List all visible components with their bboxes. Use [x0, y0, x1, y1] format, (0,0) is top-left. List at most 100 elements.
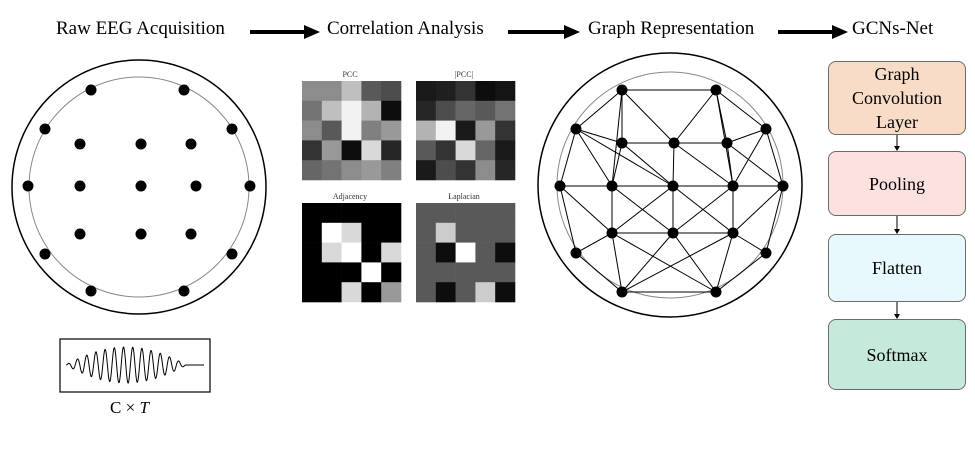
matrix-cell [455, 242, 476, 263]
matrix-cell [416, 222, 437, 243]
graph-edge [673, 142, 734, 187]
matrix-cell [435, 140, 456, 161]
matrix-cell [475, 242, 496, 263]
dimension-t: T [139, 398, 149, 417]
matrix-cell [302, 120, 323, 141]
matrix-cell [381, 242, 402, 263]
matrix-cell [341, 140, 362, 161]
graph-node [721, 137, 733, 149]
electrode-node [39, 248, 51, 260]
matrix-cell [341, 262, 362, 283]
matrix-cell [302, 282, 323, 303]
graph-edge [715, 232, 734, 293]
electrode-node [185, 228, 197, 240]
graph-node [777, 180, 789, 192]
matrix-cell [302, 100, 323, 121]
head-outline [11, 59, 267, 315]
graph-edge [559, 185, 577, 254]
matrix-cell [361, 120, 382, 141]
matrix-cell [495, 120, 516, 141]
electrode-node [178, 84, 190, 96]
matrix-cell [455, 81, 476, 102]
flow-arrow-1 [250, 25, 320, 39]
matrix-cell [321, 160, 342, 181]
matrix-cell [341, 242, 362, 263]
electrode-node [185, 138, 197, 150]
matrix-cell [341, 100, 362, 121]
signal-waveform [65, 346, 204, 384]
electrode-node [39, 123, 51, 135]
matrix-cell [341, 282, 362, 303]
matrix-cell [455, 120, 476, 141]
matrix-cell [321, 81, 342, 102]
graph-nodes [554, 84, 789, 298]
graph-node [606, 180, 618, 192]
graph-edge [575, 128, 674, 187]
graph-edge [732, 185, 784, 234]
graph-node [570, 247, 582, 259]
graph-node [760, 123, 772, 135]
matrix-cell [302, 140, 323, 161]
graph-head-outline [537, 52, 803, 318]
matrix-title-abs-pcc: |PCC| [455, 70, 473, 79]
stage-title-correlation: Correlation Analysis [327, 18, 484, 39]
matrix-cell [321, 282, 342, 303]
graph-node [668, 137, 680, 149]
matrix-laplacian: Laplacian [416, 192, 516, 303]
matrix-cell [416, 282, 437, 303]
graph-edge [765, 128, 784, 187]
graph-edge [672, 232, 717, 293]
graph-edge [715, 252, 767, 293]
matrix-cell [455, 160, 476, 181]
matrix-cell [495, 222, 516, 243]
graph-edge [611, 89, 623, 187]
matrix-cell [495, 242, 516, 263]
matrix-cell [321, 140, 342, 161]
matrix-cell [341, 120, 362, 141]
matrix-adjacency: Adjacency [302, 192, 402, 303]
matrix-cell [435, 203, 456, 224]
connector-2-head [894, 229, 900, 234]
graph-edge [621, 89, 675, 144]
matrix-cell [495, 160, 516, 181]
graph-edge [575, 252, 623, 293]
matrix-cell [416, 262, 437, 283]
matrix-cell [381, 81, 402, 102]
matrix-cell [475, 203, 496, 224]
matrix-cell [495, 81, 516, 102]
graph-edge [732, 128, 767, 187]
gcn-connectors [894, 135, 900, 319]
matrix-cell [455, 140, 476, 161]
matrix-cell [475, 81, 496, 102]
graph-edge [575, 232, 613, 254]
graph-node [616, 137, 628, 149]
graph-node [710, 286, 722, 298]
gcn-layer-graph-convolution: Graph Convolution Layer [828, 61, 966, 135]
graph-edge [575, 128, 623, 144]
matrix-cell [361, 282, 382, 303]
matrix-cell [341, 222, 362, 243]
electrode-node [226, 248, 238, 260]
matrix-cell [341, 203, 362, 224]
matrix-cell [435, 262, 456, 283]
matrix-cell [321, 203, 342, 224]
matrix-cell [381, 282, 402, 303]
matrix-cell [416, 160, 437, 181]
graph-node [760, 247, 772, 259]
matrix-cell [435, 242, 456, 263]
matrix-cell [321, 100, 342, 121]
matrix-cell [416, 100, 437, 121]
matrix-cell [381, 120, 402, 141]
matrix-cell [302, 203, 323, 224]
matrix-cell [475, 160, 496, 181]
matrix-grid-adjacency [302, 203, 402, 303]
matrix-cell [381, 100, 402, 121]
matrix-cell [302, 222, 323, 243]
graph-node [554, 180, 566, 192]
matrix-cell [435, 120, 456, 141]
graph-edge [621, 142, 674, 187]
stage-title-graph: Graph Representation [588, 18, 755, 39]
matrix-cell [321, 262, 342, 283]
matrix-cell [361, 222, 382, 243]
graph-edge [621, 232, 674, 293]
